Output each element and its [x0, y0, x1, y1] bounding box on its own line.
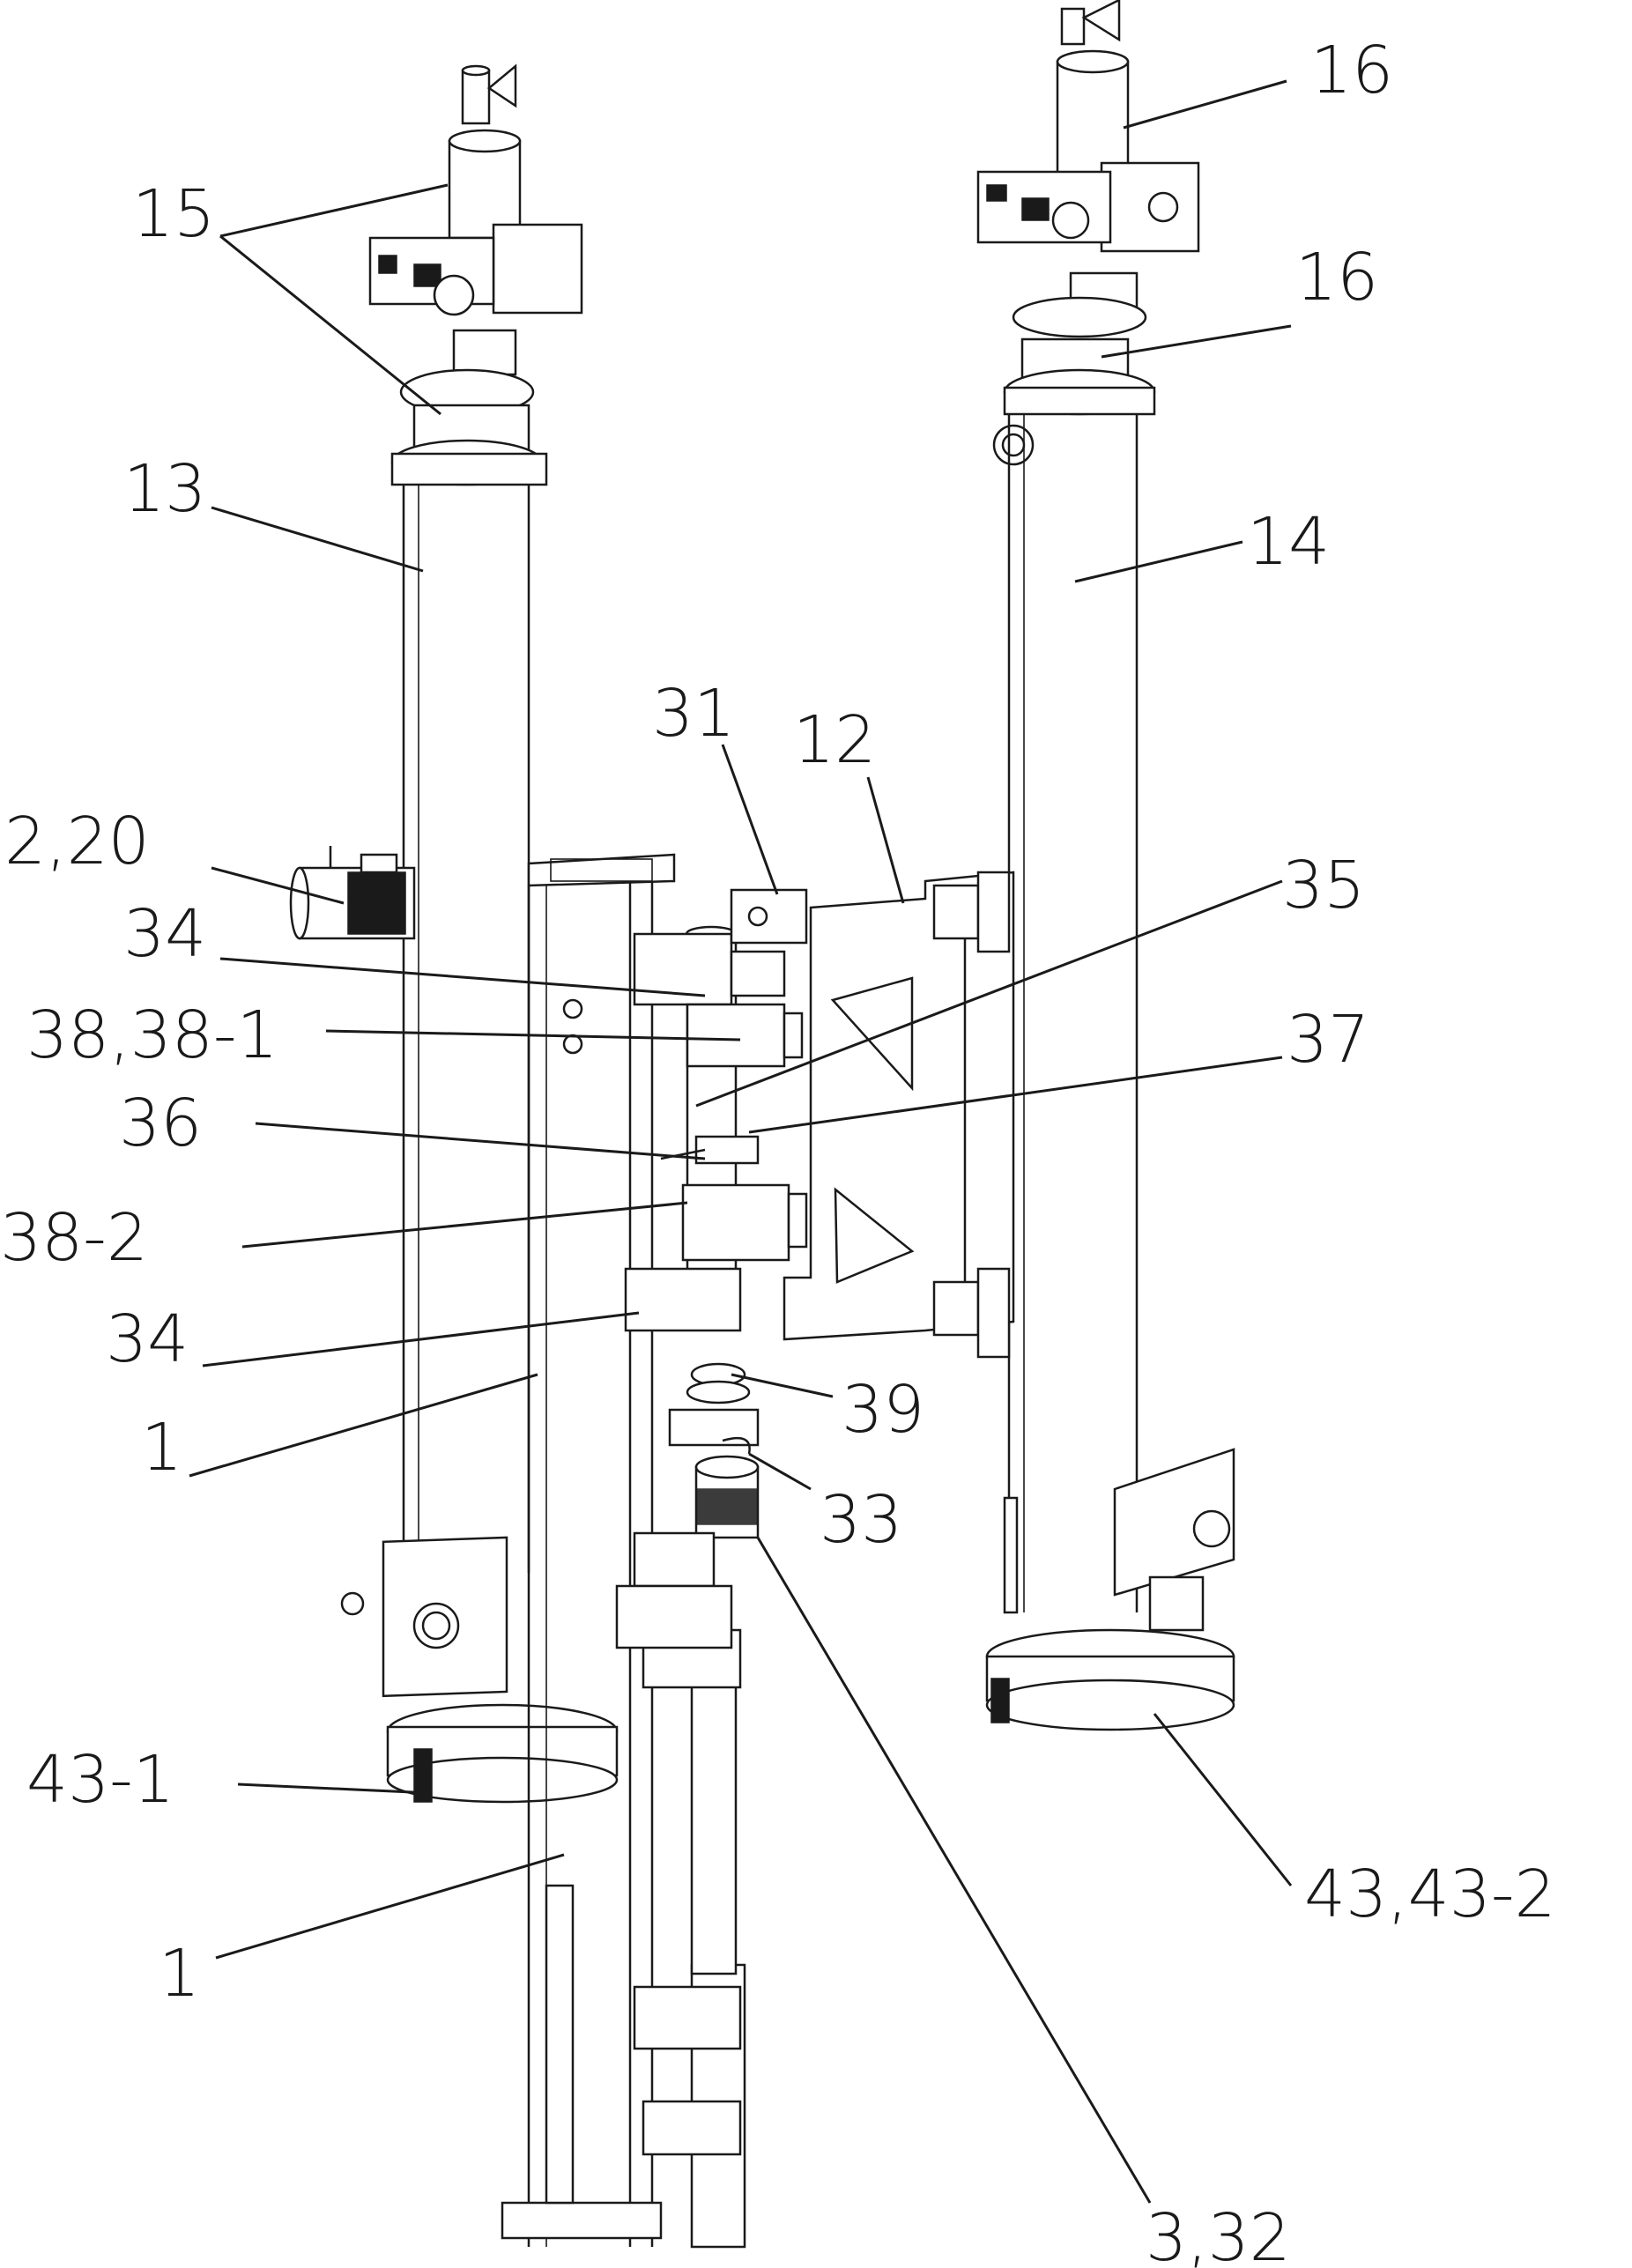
label-13: 13: [123, 451, 206, 527]
label-35: 35: [1282, 848, 1365, 923]
label-39: 39: [842, 1372, 924, 1448]
leader-lines: [189, 79, 1293, 2204]
label-12: 12: [793, 702, 876, 778]
label-34-upper: 34: [123, 896, 206, 972]
callout-labels: 15 16 16 13 14 31 12 2,20 35 34 38,38-1 …: [0, 33, 1556, 2268]
label-31: 31: [652, 676, 735, 752]
label-3-32: 3,32: [1146, 2200, 1291, 2268]
label-38-38-1: 38,38-1: [26, 997, 278, 1073]
motor-2-20: [289, 846, 416, 940]
plate-12: [783, 871, 1015, 1359]
label-15: 15: [132, 176, 215, 252]
label-1-lower: 1: [159, 1936, 200, 2012]
label-16-top: 16: [1310, 33, 1393, 108]
spindle-assembly: [615, 888, 808, 1649]
label-2-20: 2,20: [4, 804, 150, 879]
label-37: 37: [1287, 1002, 1369, 1078]
label-38-2: 38-2: [0, 1200, 148, 1276]
label-34-lower: 34: [106, 1301, 189, 1377]
label-33: 33: [820, 1482, 902, 1558]
label-43-1: 43-1: [26, 1742, 174, 1818]
label-43-43-2: 43,43-2: [1304, 1857, 1556, 1932]
right-column-14: [976, 0, 1235, 1731]
label-1-upper: 1: [141, 1410, 182, 1486]
left-column-13: [340, 63, 619, 1804]
label-14: 14: [1247, 504, 1330, 580]
label-16-lower: 16: [1295, 240, 1378, 315]
label-36: 36: [119, 1086, 202, 1161]
